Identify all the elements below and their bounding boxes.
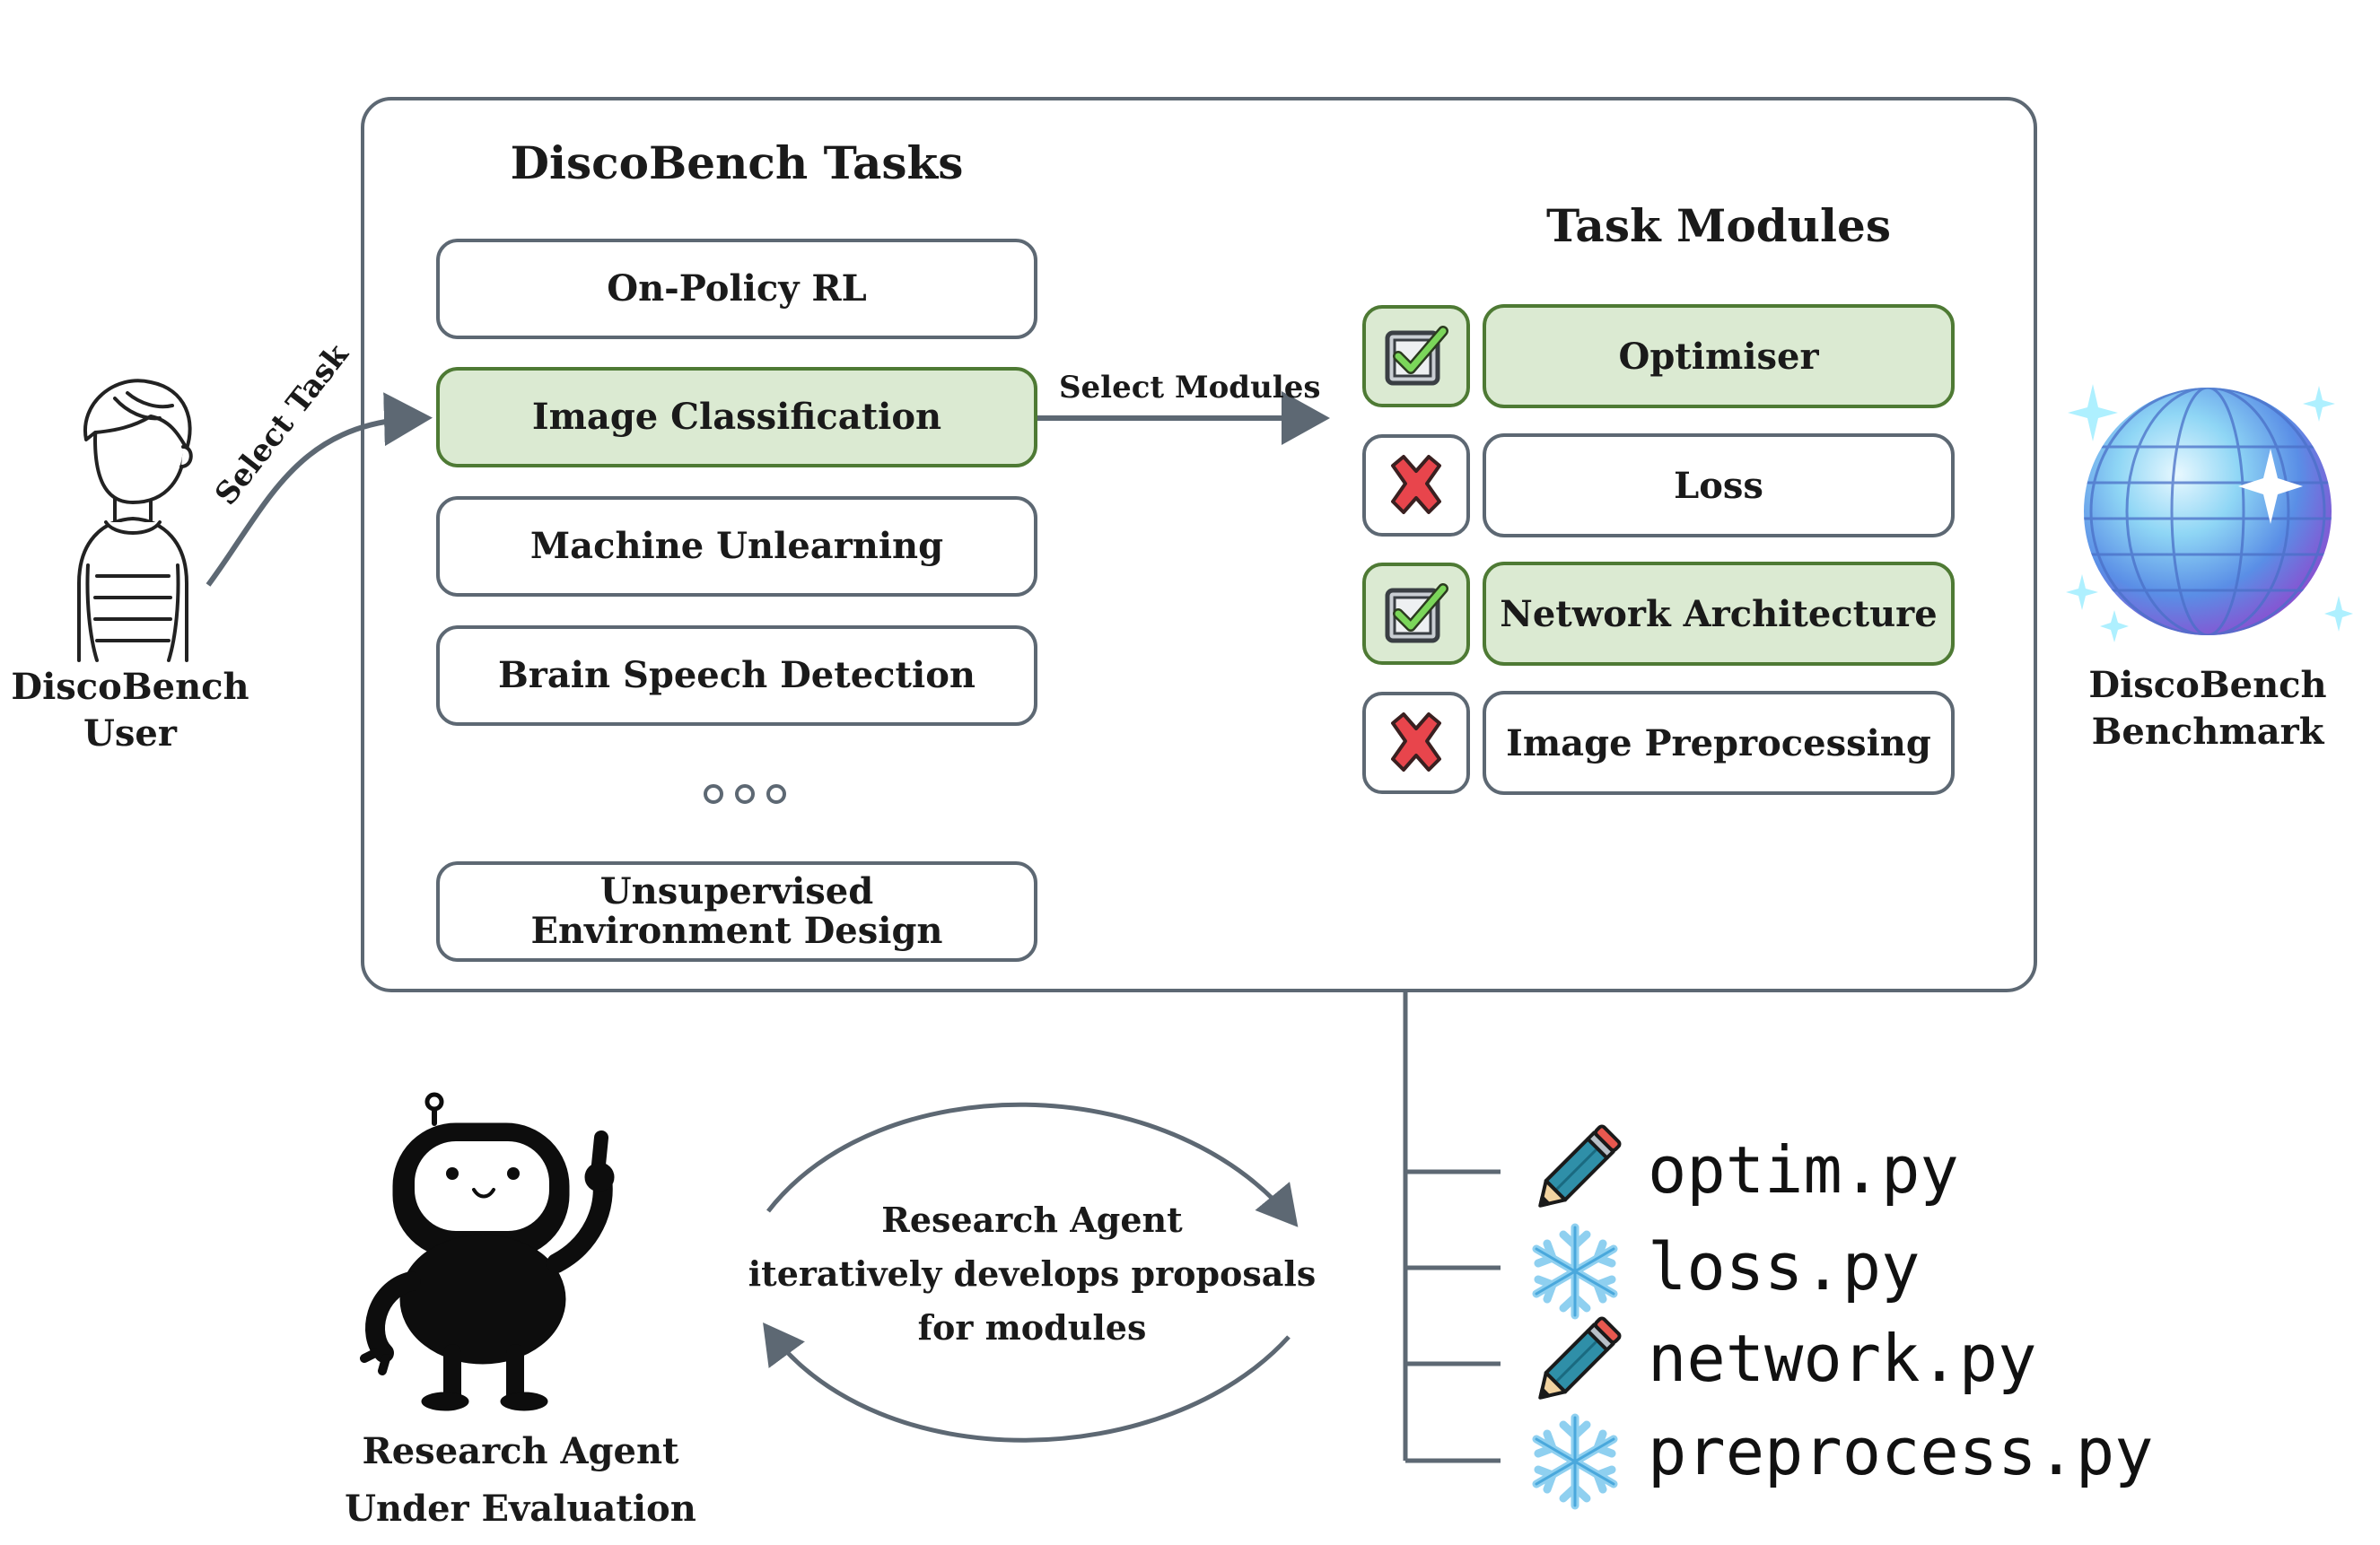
person-icon (77, 379, 193, 662)
module-optimiser[interactable]: Optimiser (1483, 304, 1955, 408)
task-unsupervised-environment-design[interactable]: Unsupervised Environment Design (436, 861, 1037, 962)
module-label: Optimiser (1618, 335, 1819, 378)
cycle-line2: iteratively develops proposals (748, 1253, 1317, 1294)
module-network-architecture-toggle[interactable] (1362, 563, 1470, 665)
module-loss[interactable]: Loss (1483, 433, 1955, 537)
tasks-title: DiscoBench Tasks (510, 136, 964, 189)
task-on-policy-rl[interactable]: On-Policy RL (436, 239, 1037, 339)
agent-label-line2: Under Evaluation (345, 1488, 696, 1530)
task-label: Unsupervised Environment Design (530, 870, 943, 952)
checkbox-check-icon (1385, 326, 1448, 386)
user-label: DiscoBench User (0, 664, 260, 757)
red-cross-icon (1391, 455, 1441, 514)
cycle-line3: for modules (917, 1307, 1147, 1348)
module-image-preprocessing-toggle[interactable] (1362, 692, 1470, 794)
task-label: Image Classification (531, 396, 942, 438)
user-label-line2: User (83, 712, 177, 755)
cycle-line1: Research Agent (881, 1200, 1183, 1240)
file-loss[interactable]: loss.py (1648, 1229, 1921, 1305)
module-image-preprocessing[interactable]: Image Preprocessing (1483, 691, 1955, 795)
module-label: Image Preprocessing (1506, 721, 1931, 764)
file-preprocess[interactable]: preprocess.py (1648, 1414, 2154, 1489)
red-cross-icon (1391, 712, 1441, 772)
task-image-classification[interactable]: Image Classification (436, 367, 1037, 467)
checkbox-check-icon (1385, 583, 1448, 643)
cycle-arrow-top (766, 1102, 1299, 1227)
modules-title: Task Modules (1546, 199, 1891, 252)
file-network[interactable]: network.py (1648, 1321, 2037, 1396)
module-optimiser-toggle[interactable] (1362, 305, 1470, 407)
user-label-line1: DiscoBench (11, 666, 249, 708)
benchmark-label: DiscoBench Benchmark (2073, 662, 2342, 755)
snowflake-icon (1532, 1223, 1618, 1320)
benchmark-label-line2: Benchmark (2091, 711, 2324, 753)
disco-ball-icon (2066, 384, 2353, 642)
more-tasks-ellipsis-icon (704, 784, 786, 804)
task-brain-speech-detection[interactable]: Brain Speech Detection (436, 625, 1037, 726)
task-label: Brain Speech Detection (498, 654, 976, 696)
task-label: Machine Unlearning (529, 525, 944, 567)
select-modules-label: Select Modules (1059, 370, 1321, 406)
task-label: On-Policy RL (607, 267, 867, 310)
file-optim[interactable]: optim.py (1648, 1132, 1959, 1208)
module-label: Network Architecture (1500, 592, 1938, 635)
benchmark-label-line1: DiscoBench (2088, 664, 2327, 706)
cycle-description: Research Agent iteratively develops prop… (736, 1193, 1328, 1355)
cycle-arrow-bottom (763, 1322, 1291, 1443)
pencil-icon (1538, 1124, 1622, 1208)
module-label: Loss (1674, 464, 1763, 507)
pencil-icon (1538, 1316, 1622, 1400)
agent-label-line1: Research Agent (362, 1430, 679, 1472)
robot-icon (360, 1092, 615, 1411)
agent-label: Research Agent Under Evaluation (332, 1423, 709, 1538)
select-task-arrow (206, 392, 433, 587)
task-machine-unlearning[interactable]: Machine Unlearning (436, 496, 1037, 597)
main-frame (361, 97, 2037, 992)
snowflake-icon (1532, 1413, 1618, 1510)
module-network-architecture[interactable]: Network Architecture (1483, 562, 1955, 666)
module-loss-toggle[interactable] (1362, 434, 1470, 537)
